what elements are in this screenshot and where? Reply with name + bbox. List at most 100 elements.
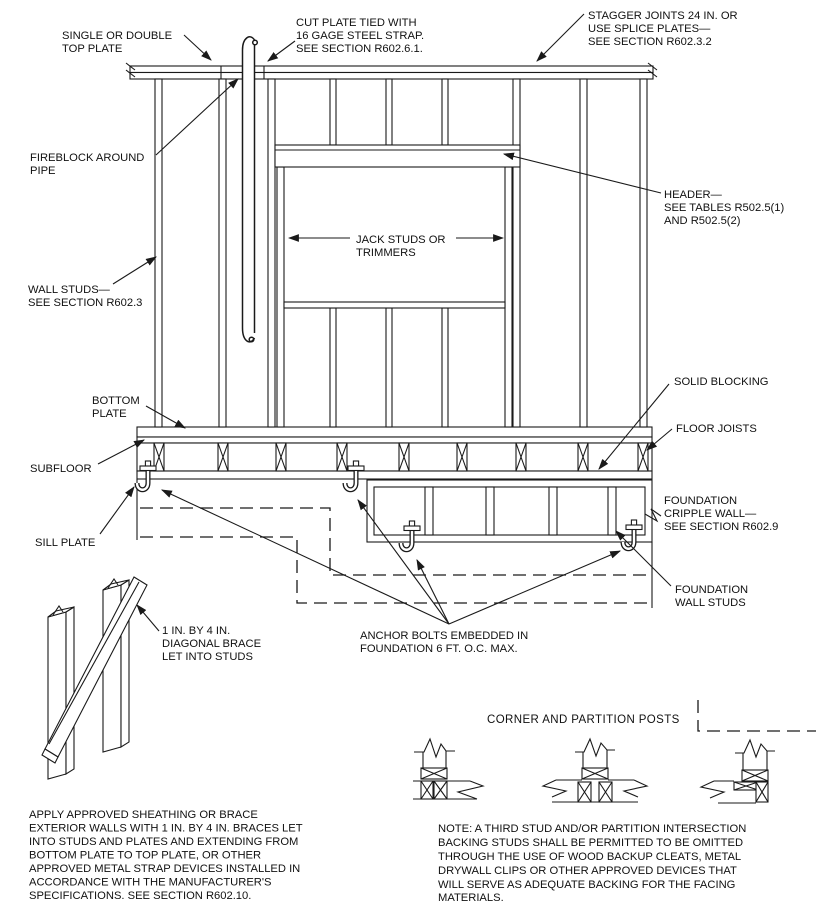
- inset-heading: CORNER AND PARTITION POSTS: [487, 714, 680, 726]
- label-anchor-bolts: ANCHOR BOLTS EMBEDDED IN: [360, 630, 528, 642]
- king-stud-right: [512, 78, 521, 428]
- label-floor-joists: FLOOR JOISTS: [676, 423, 757, 435]
- pipe: [241, 36, 259, 343]
- svg-text:SEE SECTION R602.6.1.: SEE SECTION R602.6.1.: [296, 43, 423, 55]
- floor-assembly: [136, 426, 653, 540]
- stud: [639, 78, 648, 428]
- label-fireblock: FIREBLOCK AROUND: [30, 152, 144, 164]
- bracing-note-line: APPLY APPROVED SHEATHING OR BRACE: [29, 809, 258, 821]
- callout-labels: SINGLE OR DOUBLE TOP PLATE CUT PLATE TIE…: [28, 10, 784, 663]
- note-line: NOTE: A THIRD STUD AND/OR PARTITION INTE…: [438, 823, 746, 835]
- plate-break-right: [647, 62, 658, 78]
- bracing-note-line: BOTTOM PLATE TO TOP PLATE, OR OTHER: [29, 850, 261, 862]
- leader-foundation-wall-studs: [615, 530, 672, 587]
- svg-text:WALL STUDS: WALL STUDS: [675, 597, 746, 609]
- jack-stud-right: [504, 166, 513, 428]
- corner-post-detail-2: [699, 738, 775, 804]
- bracing-note-line: SPECIFICATIONS. SEE SECTION R602.10.: [29, 890, 251, 902]
- cripple-stud-above-header: [329, 78, 337, 146]
- label-diagonal-brace: 1 IN. BY 4 IN.: [162, 625, 230, 637]
- cripple-stud: [607, 486, 617, 536]
- window-sill: [283, 301, 506, 309]
- note-line: MATERIALS.: [438, 892, 504, 903]
- leader-diagonal-brace: [136, 604, 160, 632]
- jack-stud-left: [276, 166, 285, 428]
- leader-anchor-bolts: [161, 489, 622, 625]
- foundation-outline-dashed: [140, 507, 816, 732]
- label-foundation-cripple-wall: FOUNDATION: [664, 495, 737, 507]
- bracing-note-line: ACCORDANCE WITH THE MANUFACTURER'S: [29, 877, 271, 889]
- header-beam: [274, 144, 521, 168]
- label-top-plate: SINGLE OR DOUBLE: [62, 30, 172, 42]
- label-sill-plate: SILL PLATE: [35, 537, 95, 549]
- corner-post-detail-1: [413, 737, 485, 800]
- plate-break-left: [125, 62, 136, 78]
- leader-solid-blocking: [598, 383, 670, 470]
- leader-stagger-joints: [536, 13, 585, 62]
- cripple-stud-below-sill: [441, 307, 449, 428]
- inset-note: NOTE: A THIRD STUD AND/OR PARTITION INTE…: [438, 823, 746, 903]
- cripple-stud-above-header: [441, 78, 449, 146]
- note-line: WILL SERVE AS ADEQUATE BACKING FOR THE F…: [438, 879, 735, 891]
- solid-blocking-blocks: [153, 442, 649, 472]
- svg-text:TOP PLATE: TOP PLATE: [62, 43, 122, 55]
- subfloor-band: [136, 436, 653, 444]
- stud: [579, 78, 588, 428]
- label-wall-studs: WALL STUDS—: [28, 284, 111, 296]
- label-header: HEADER—: [664, 189, 723, 201]
- note-line: THROUGH THE USE OF WOOD BACKUP CLEATS, M…: [438, 851, 741, 863]
- leader-sill-plate: [99, 486, 135, 535]
- floor-joist-band: [136, 442, 653, 472]
- leader-wall-studs: [112, 256, 157, 285]
- label-foundation-wall-studs: FOUNDATION: [675, 584, 748, 596]
- leader-header: [502, 152, 662, 194]
- leader-fireblock: [155, 78, 239, 156]
- label-jack-studs: JACK STUDS OR: [356, 234, 446, 246]
- diagonal-brace-board: [41, 576, 148, 764]
- svg-text:TRIMMERS: TRIMMERS: [356, 247, 416, 259]
- svg-text:SEE TABLES R502.5(1): SEE TABLES R502.5(1): [664, 202, 784, 214]
- leader-cripple-wall: [644, 508, 662, 523]
- label-solid-blocking: SOLID BLOCKING: [674, 376, 769, 388]
- svg-text:DIAGONAL BRACE: DIAGONAL BRACE: [162, 638, 261, 650]
- cripple-stud: [548, 486, 558, 536]
- leader-cut-plate: [267, 40, 296, 62]
- diagonal-brace-figure: [41, 576, 148, 780]
- leader-subfloor: [97, 439, 145, 465]
- partition-post-detail: [541, 737, 649, 803]
- king-stud-left: [267, 78, 276, 428]
- bottom-plate: [136, 426, 653, 438]
- svg-text:PLATE: PLATE: [92, 408, 127, 420]
- svg-text:SEE SECTION R602.9: SEE SECTION R602.9: [664, 521, 778, 533]
- leader-arrows: [97, 13, 673, 632]
- note-line: DRYWALL CLIPS OR OTHER APPROVED DEVICES …: [438, 865, 737, 877]
- svg-text:AND R502.5(2): AND R502.5(2): [664, 215, 741, 227]
- svg-text:SEE SECTION R602.3: SEE SECTION R602.3: [28, 297, 142, 309]
- cripple-stud: [485, 486, 495, 536]
- leader-top-plate: [183, 34, 212, 61]
- cripple-stud-below-sill: [329, 307, 337, 428]
- sill-plate-band: [136, 470, 653, 480]
- leader-bottom-plate: [145, 405, 186, 429]
- label-cut-plate: CUT PLATE TIED WITH: [296, 17, 417, 29]
- cripple-stud-below-sill: [385, 307, 393, 428]
- note-line: BACKING STUDS SHALL BE PERMITTED TO BE O…: [438, 837, 743, 849]
- cut-plate-marks: [220, 66, 265, 79]
- cripple-stud: [424, 486, 434, 536]
- stud: [154, 78, 163, 428]
- svg-text:FOUNDATION 6 FT. O.C. MAX.: FOUNDATION 6 FT. O.C. MAX.: [360, 643, 518, 655]
- corner-posts-inset: CORNER AND PARTITION POSTS: [413, 714, 775, 903]
- top-plates: [125, 62, 658, 80]
- svg-text:16 GAGE STEEL STRAP.: 16 GAGE STEEL STRAP.: [296, 30, 424, 42]
- bracing-note-line: INTO STUDS AND PLATES AND EXTENDING FROM: [29, 836, 298, 848]
- svg-text:LET INTO STUDS: LET INTO STUDS: [162, 651, 253, 663]
- bracing-note-line: EXTERIOR WALLS WITH 1 IN. BY 4 IN. BRACE…: [29, 823, 303, 835]
- stud: [218, 78, 227, 428]
- bracing-note-line: APPROVED METAL STRAP DEVICES INSTALLED I…: [29, 863, 300, 875]
- svg-text:PIPE: PIPE: [30, 165, 56, 177]
- leader-floor-joists: [646, 428, 673, 451]
- label-bottom-plate: BOTTOM: [92, 395, 140, 407]
- bracing-note: APPLY APPROVED SHEATHING OR BRACE EXTERI…: [29, 809, 303, 902]
